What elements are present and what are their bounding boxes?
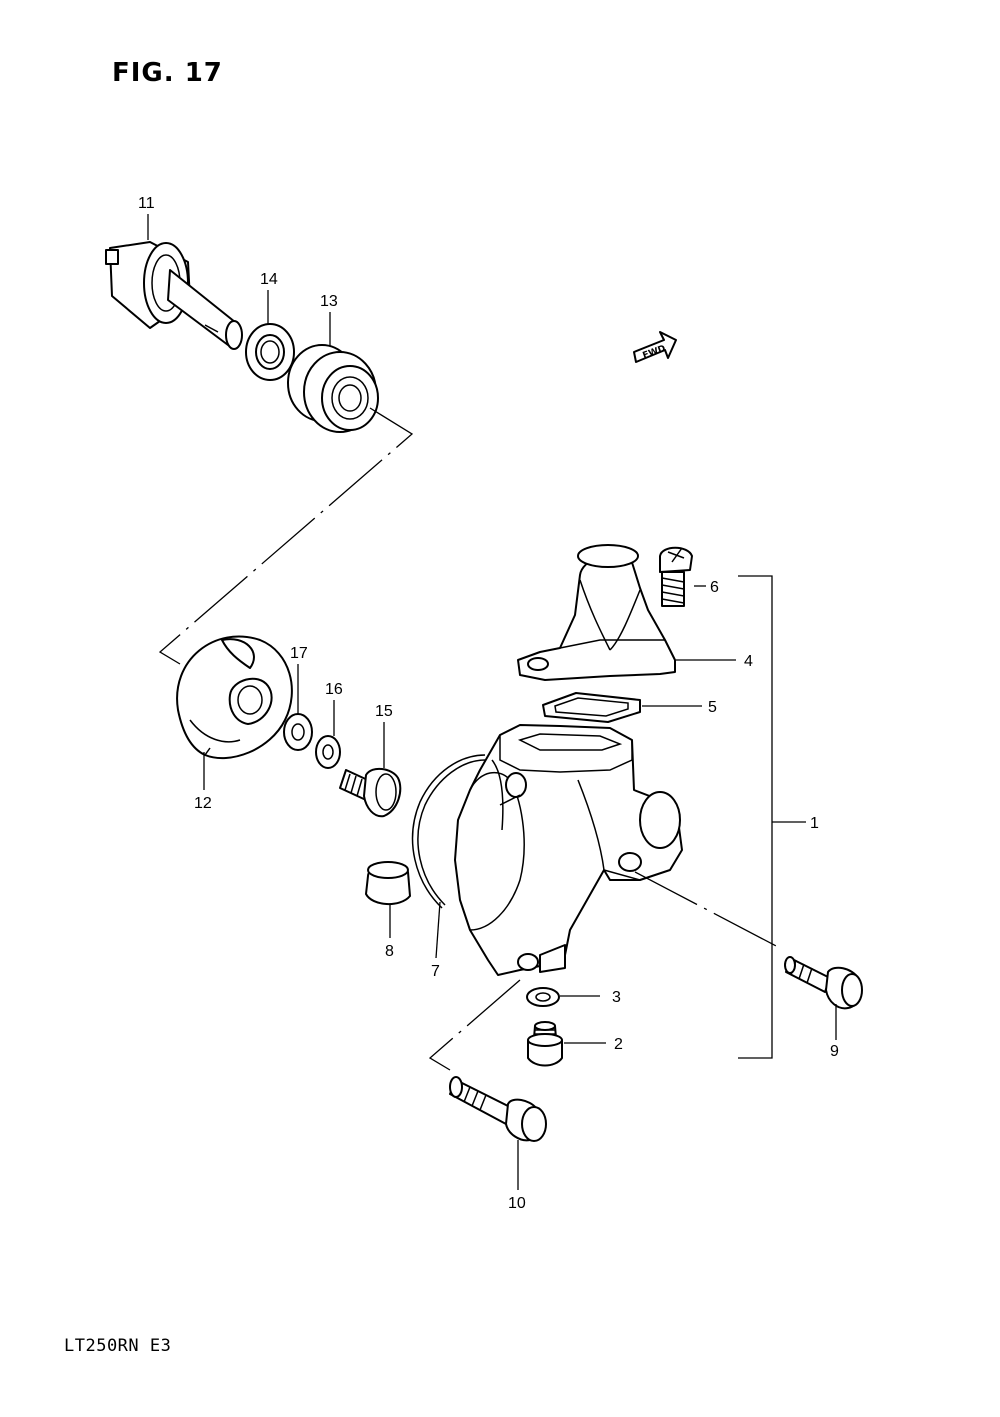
part-4-outlet-cover[interactable] bbox=[517, 544, 676, 681]
part-15-bolt[interactable] bbox=[339, 767, 402, 818]
callout-4: 4 bbox=[744, 653, 753, 670]
figure-title: FIG. 17 bbox=[112, 58, 223, 88]
part-2-drain-bolt[interactable] bbox=[527, 1021, 563, 1067]
part-11-shaft-bearing[interactable] bbox=[105, 241, 243, 350]
part-9-flange-bolt[interactable] bbox=[784, 956, 863, 1010]
callout-17: 17 bbox=[290, 645, 308, 662]
callout-5: 5 bbox=[708, 699, 717, 716]
callout-14: 14 bbox=[260, 271, 278, 288]
callout-1: 1 bbox=[810, 815, 819, 832]
callout-2: 2 bbox=[614, 1036, 623, 1053]
pump-body[interactable] bbox=[454, 724, 683, 976]
assembly-1-bracket bbox=[738, 575, 773, 1059]
callout-3: 3 bbox=[612, 989, 621, 1006]
part-16-washer[interactable] bbox=[315, 735, 341, 769]
part-14-oil-seal[interactable] bbox=[245, 323, 295, 381]
part-12-impeller[interactable] bbox=[176, 635, 293, 760]
callout-8: 8 bbox=[385, 943, 394, 960]
part-8-dowel-pin[interactable] bbox=[365, 861, 411, 905]
callout-11: 11 bbox=[138, 195, 155, 212]
assembly-line-9 bbox=[634, 871, 781, 949]
callout-7: 7 bbox=[431, 963, 440, 980]
part-17-washer[interactable] bbox=[283, 713, 313, 751]
assembly-line-13-12 bbox=[158, 407, 414, 665]
callout-9: 9 bbox=[830, 1043, 839, 1060]
callout-10: 10 bbox=[508, 1195, 526, 1212]
callout-15: 15 bbox=[375, 703, 393, 720]
callout-13: 13 bbox=[320, 293, 338, 310]
assembly-line-10 bbox=[428, 979, 521, 1071]
part-7-o-ring[interactable] bbox=[411, 754, 486, 909]
callout-16: 16 bbox=[325, 681, 343, 698]
part-3-gasket-washer[interactable] bbox=[526, 987, 560, 1007]
part-6-screw[interactable] bbox=[659, 546, 693, 607]
part-13-mechanical-seal[interactable] bbox=[287, 344, 379, 433]
model-code: LT250RN E3 bbox=[64, 1336, 172, 1356]
leader-7 bbox=[435, 901, 441, 959]
part-5-gasket[interactable] bbox=[542, 692, 641, 723]
callout-6: 6 bbox=[710, 579, 719, 596]
part-10-flange-bolt[interactable] bbox=[449, 1076, 547, 1142]
callout-12: 12 bbox=[194, 795, 212, 812]
fwd-arrow-icon: FWD bbox=[633, 331, 677, 363]
